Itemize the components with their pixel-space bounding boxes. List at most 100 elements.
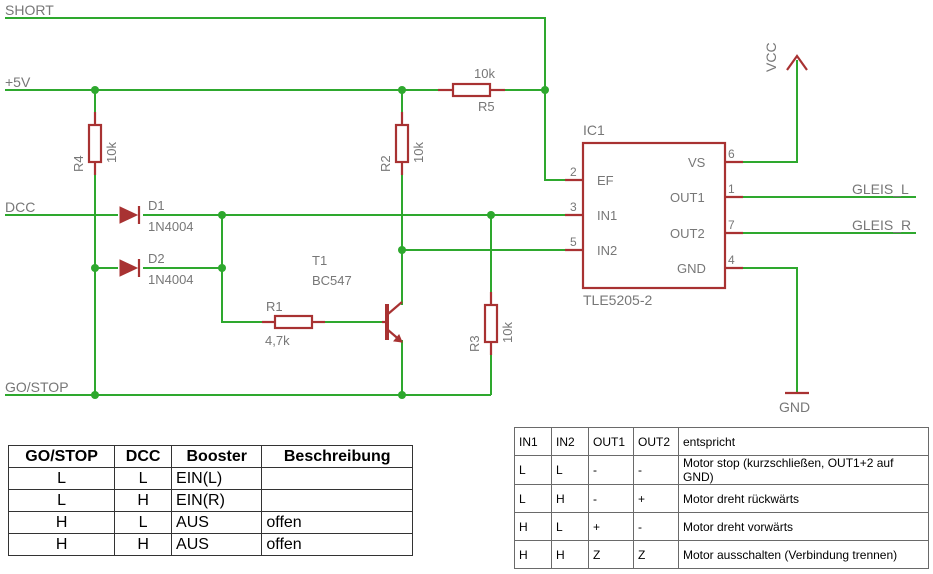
table-cell: L: [7, 467, 116, 490]
column-header: GO/STOP: [7, 445, 116, 468]
t1-name: T1: [312, 253, 327, 268]
net-label-vcc: VCC: [763, 42, 779, 72]
r2-name: R2: [378, 155, 393, 172]
table-cell: Motor dreht rückwärts: [678, 484, 929, 513]
schematic: SHORT +5V DCC GO/STOP GLEIS_L GLEIS_R VC…: [5, 2, 916, 415]
table-cell: H: [514, 512, 552, 541]
table-cell: Z: [633, 540, 679, 569]
table-cell: EIN(L): [171, 467, 263, 490]
column-header: DCC: [114, 445, 173, 468]
table-cell: H: [7, 533, 116, 556]
booster-table: GO/STOP DCC Booster Beschreibung L L EIN…: [7, 445, 413, 556]
pin-label-out2: OUT2: [670, 226, 705, 241]
wires: [5, 17, 916, 396]
d1-name: D1: [148, 198, 165, 213]
d2-value: 1N4004: [148, 272, 194, 287]
net-label-dcc: DCC: [5, 199, 35, 215]
pin-label-gnd: GND: [677, 261, 706, 276]
d1-value: 1N4004: [148, 219, 194, 234]
truth-table: IN1 IN2 OUT1 OUT2 entspricht L L - - Mot…: [514, 427, 929, 569]
pin-label-vs: VS: [688, 155, 706, 170]
table-cell: H: [114, 489, 173, 512]
table-cell: -: [633, 512, 679, 541]
pin-num-vs: 6: [728, 147, 735, 161]
net-label-gleis-l: GLEIS_L: [852, 181, 909, 197]
pin-num-gnd: 4: [728, 253, 735, 267]
diode-d2: D2 1N4004: [119, 251, 194, 287]
table-cell: EIN(R): [171, 489, 263, 512]
column-header: IN2: [551, 427, 589, 456]
pin-num-out1: 1: [728, 182, 735, 196]
ic1-part: TLE5205-2: [583, 292, 652, 308]
vcc-arrow-icon: [786, 54, 808, 71]
table-cell: [261, 489, 413, 512]
junction-dot: [91, 264, 99, 272]
t1-value: BC547: [312, 273, 352, 288]
r3-name: R3: [467, 335, 482, 352]
table-row: H L + - Motor dreht vorwärts: [514, 512, 929, 541]
resistor-r3: R3 10k: [467, 292, 515, 355]
net-label-gleis-r: GLEIS_R: [852, 217, 911, 233]
table-cell: [261, 467, 413, 490]
table-row: L H EIN(R): [7, 489, 413, 512]
pin-label-in2: IN2: [597, 243, 617, 258]
table-cell: H: [514, 540, 552, 569]
table-row: H L AUS offen: [7, 511, 413, 534]
pin-num-in1: 3: [570, 200, 577, 214]
pin-num-ef: 2: [570, 165, 577, 179]
table-cell: -: [588, 455, 634, 485]
table-cell: Motor ausschalten (Verbindung trennen): [678, 540, 929, 569]
table-cell: L: [7, 489, 116, 512]
junction-dot: [487, 211, 495, 219]
r5-name: R5: [478, 99, 495, 114]
table-cell: AUS: [171, 511, 263, 534]
table-cell: -: [588, 484, 634, 513]
transistor-t1: T1 BC547: [312, 253, 403, 343]
column-header: Beschreibung: [261, 445, 413, 468]
junction-dot: [541, 86, 549, 94]
net-label-short: SHORT: [5, 2, 54, 18]
column-header: entspricht: [678, 427, 929, 456]
junction-dot: [398, 86, 406, 94]
pin-num-out2: 7: [728, 218, 735, 232]
net-label-gostop: GO/STOP: [5, 379, 69, 395]
table-cell: L: [114, 467, 173, 490]
resistor-r2: R2 10k: [378, 112, 426, 175]
junction-dot: [218, 264, 226, 272]
vcc-wire: [725, 60, 798, 163]
table-cell: Z: [588, 540, 634, 569]
r4-value: 10k: [104, 142, 119, 163]
r1-input-wire: [221, 215, 275, 323]
table-cell: Motor dreht vorwärts: [678, 512, 929, 541]
resistor-r4: R4 10k: [71, 112, 119, 175]
table-cell: +: [588, 512, 634, 541]
resistor-r5: 10k R5: [438, 66, 505, 114]
pin-label-ef: EF: [597, 173, 614, 188]
column-header: OUT2: [633, 427, 679, 456]
r3-value: 10k: [500, 322, 515, 343]
junction-dot: [91, 391, 99, 399]
junction-dot: [398, 246, 406, 254]
table-cell: L: [551, 455, 589, 485]
table-row: H H AUS offen: [7, 533, 413, 556]
short-net-wire: [5, 17, 583, 181]
pin-label-out1: OUT1: [670, 190, 705, 205]
table-cell: H: [551, 484, 589, 513]
table-cell: L: [551, 512, 589, 541]
ic1-name: IC1: [583, 122, 605, 138]
net-label-plus5v: +5V: [5, 74, 31, 90]
column-header: Booster: [171, 445, 263, 468]
table-row: L H - + Motor dreht rückwärts: [514, 484, 929, 513]
table-cell: +: [633, 484, 679, 513]
table-cell: H: [551, 540, 589, 569]
table-cell: L: [514, 455, 552, 485]
diode-d1: D1 1N4004: [119, 198, 194, 234]
d2-name: D2: [148, 251, 165, 266]
table-row: L L - - Motor stop (kurzschließen, OUT1+…: [514, 455, 929, 485]
r2-value: 10k: [411, 142, 426, 163]
table-cell: L: [114, 511, 173, 534]
junction-dot: [218, 211, 226, 219]
table-cell: AUS: [171, 533, 263, 556]
table-cell: L: [514, 484, 552, 513]
gnd-wire: [725, 267, 798, 392]
